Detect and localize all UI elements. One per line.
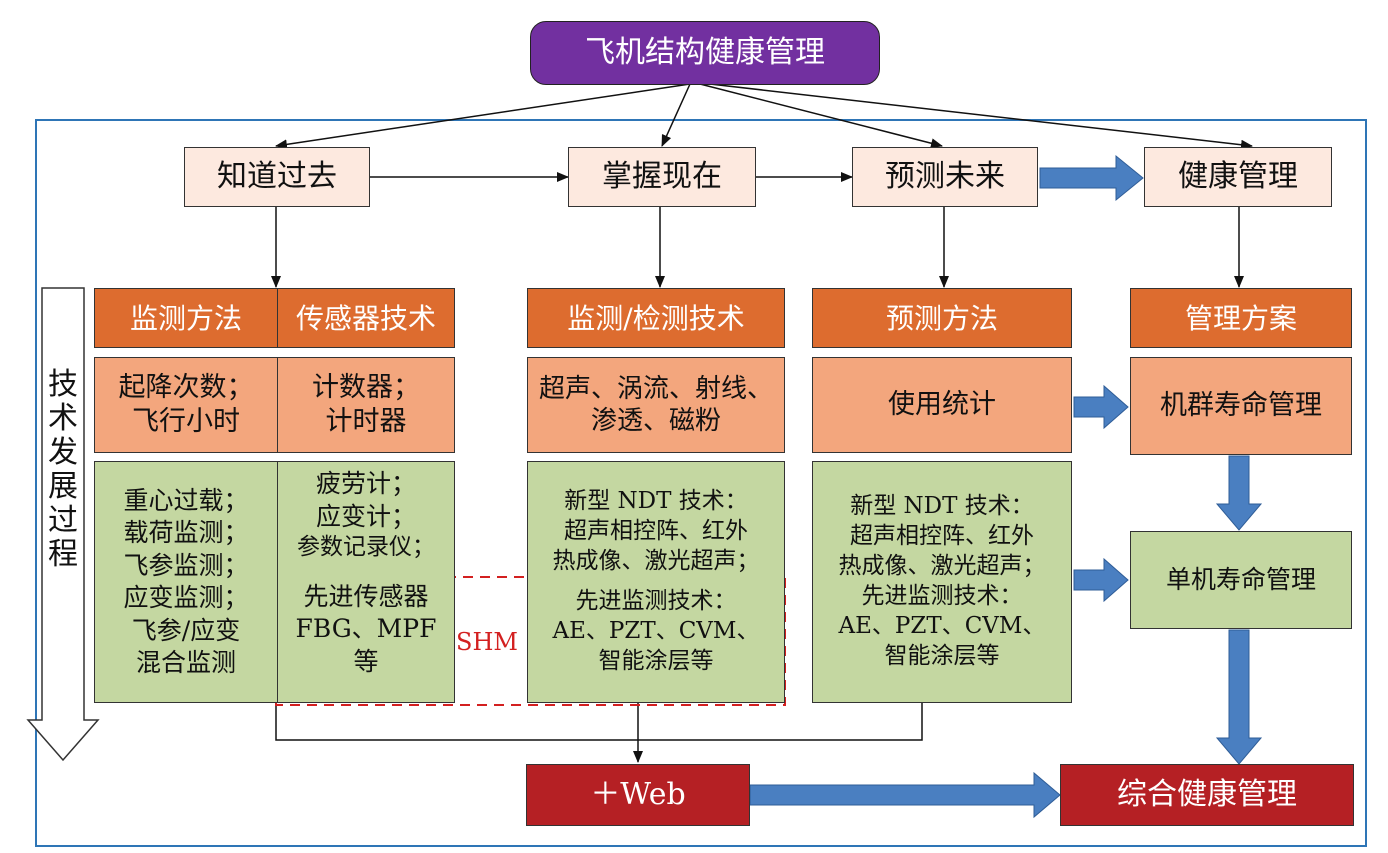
row2-predict-line: 先进监测技术： xyxy=(861,583,1023,609)
row2-detect-line: 超声相控阵、红外 xyxy=(564,518,748,545)
arrow-title-present xyxy=(661,83,691,147)
web-box: ＋Web xyxy=(526,764,750,826)
development-char: 术 xyxy=(48,401,78,436)
thick-arrow-web-integrated xyxy=(749,771,1061,819)
stage-future-label: 预测未来 xyxy=(885,159,1005,195)
row1-detect-line: 超声、涡流、射线、 xyxy=(538,373,773,404)
row2-sensor-line: 先进传感器 xyxy=(303,581,429,611)
row1-method-line: 起降次数； xyxy=(118,372,254,404)
header-monitor-method: 监测方法 xyxy=(94,288,278,348)
thick-arrow-single-integrated xyxy=(1215,629,1263,765)
integrated-label: 综合健康管理 xyxy=(1117,777,1297,813)
row2-detect-line: 新型 NDT 技术： xyxy=(564,488,748,515)
row1-mgmt-label: 机群寿命管理 xyxy=(1160,390,1322,422)
development-char: 程 xyxy=(48,537,78,572)
collector-line xyxy=(275,700,923,741)
row2-predict-line: 新型 NDT 技术： xyxy=(850,493,1034,520)
row2-sensor-line: 参数记录仪； xyxy=(297,534,435,560)
row1-predict: 使用统计 xyxy=(812,357,1072,453)
row2-detect-line: 热成像、激光超声； xyxy=(552,548,760,575)
stage-past-label: 知道过去 xyxy=(217,159,337,195)
row2-predict-line: 智能涂层等 xyxy=(884,642,1000,669)
thick-arrow-fleet-single xyxy=(1215,455,1263,531)
arrow-title-past xyxy=(275,83,691,150)
row2-method-line: 飞参监测； xyxy=(123,550,249,580)
row2-detect-line: 智能涂层等 xyxy=(598,647,714,674)
development-char: 过 xyxy=(48,503,78,538)
stage-past: 知道过去 xyxy=(184,147,370,207)
stage-present: 掌握现在 xyxy=(568,147,756,207)
row1-predict-label: 使用统计 xyxy=(888,389,996,421)
development-arrow xyxy=(26,287,100,762)
row1-method: 起降次数； 飞行小时 xyxy=(94,357,278,453)
header-detect-tech: 监测/检测技术 xyxy=(527,288,785,348)
row1-sensor: 计数器； 计时器 xyxy=(277,357,455,453)
row2-method-line: 应变监测； xyxy=(123,583,249,612)
integrated-box: 综合健康管理 xyxy=(1060,764,1354,826)
row2-sensor-line: 等 xyxy=(353,646,379,676)
row2-method-line: 飞参/应变 xyxy=(131,615,241,645)
row2-mgmt-label: 单机寿命管理 xyxy=(1165,564,1316,594)
row2-predict-line: 超声相控阵、红外 xyxy=(850,523,1034,550)
shm-label: SHM xyxy=(456,628,518,656)
row2-predict: 新型 NDT 技术： 超声相控阵、红外 热成像、激光超声； 先进监测技术： AE… xyxy=(812,461,1072,703)
thick-arrow-future-health xyxy=(1039,154,1144,202)
development-label: 技 术 发 展 过 程 xyxy=(38,368,88,572)
web-label: ＋Web xyxy=(590,777,686,813)
stage-future: 预测未来 xyxy=(852,147,1038,207)
stage-present-label: 掌握现在 xyxy=(602,159,722,195)
title-box: 飞机结构健康管理 xyxy=(530,21,880,85)
row2-sensor-line: FBG、MPF xyxy=(295,614,437,644)
header-predict-method: 预测方法 xyxy=(812,288,1072,348)
row2-sensor-line: 应变计； xyxy=(315,501,416,531)
row2-method-line: 混合监测 xyxy=(135,648,236,677)
row2-method-line: 重心过载； xyxy=(123,485,249,515)
row2-detect-line: 先进监测技术： xyxy=(575,588,737,614)
header-monitor-method-label: 监测方法 xyxy=(129,301,242,335)
row1-sensor-line: 计时器 xyxy=(325,406,407,437)
stage-health-label: 健康管理 xyxy=(1178,159,1298,195)
row2-predict-line: AE、PZT、CVM、 xyxy=(838,612,1046,639)
row2-sensor: 疲劳计； 应变计； 参数记录仪； 先进传感器 FBG、MPF 等 xyxy=(277,461,455,703)
row1-detect-line: 渗透、磁粉 xyxy=(590,406,721,436)
header-mgmt-plan-label: 管理方案 xyxy=(1184,301,1297,335)
row2-predict-line: 热成像、激光超声； xyxy=(838,553,1046,580)
row1-detect: 超声、涡流、射线、 渗透、磁粉 xyxy=(527,357,785,453)
development-char: 展 xyxy=(48,469,78,504)
header-predict-method-label: 预测方法 xyxy=(885,301,998,335)
development-char: 技 xyxy=(48,367,78,402)
row1-sensor-line: 计数器； xyxy=(312,372,420,404)
outer-frame xyxy=(35,119,1367,847)
stage-health: 健康管理 xyxy=(1144,147,1332,207)
arrow-title-health xyxy=(709,83,1253,150)
arrow-title-future xyxy=(699,83,943,149)
development-char: 发 xyxy=(48,435,78,470)
row2-detect-line: AE、PZT、CVM、 xyxy=(552,617,760,644)
header-mgmt-plan: 管理方案 xyxy=(1130,288,1352,348)
row2-detect: 新型 NDT 技术： 超声相控阵、红外 热成像、激光超声； 先进监测技术： AE… xyxy=(527,461,785,703)
thick-arrow-future-single xyxy=(1073,557,1129,603)
row2-sensor-line: 疲劳计； xyxy=(315,469,416,498)
header-detect-tech-label: 监测/检测技术 xyxy=(567,301,745,335)
row2-mgmt: 单机寿命管理 xyxy=(1130,531,1352,629)
header-sensor-tech: 传感器技术 xyxy=(277,288,455,348)
row2-method-line: 载荷监测； xyxy=(123,518,249,547)
row1-method-line: 飞行小时 xyxy=(132,406,240,437)
thick-arrow-stat-fleet xyxy=(1073,384,1129,430)
header-sensor-tech-label: 传感器技术 xyxy=(295,301,436,335)
title-text: 飞机结构健康管理 xyxy=(585,35,825,71)
row1-mgmt: 机群寿命管理 xyxy=(1130,357,1352,455)
row2-method: 重心过载； 载荷监测； 飞参监测； 应变监测； 飞参/应变 混合监测 xyxy=(94,461,278,703)
